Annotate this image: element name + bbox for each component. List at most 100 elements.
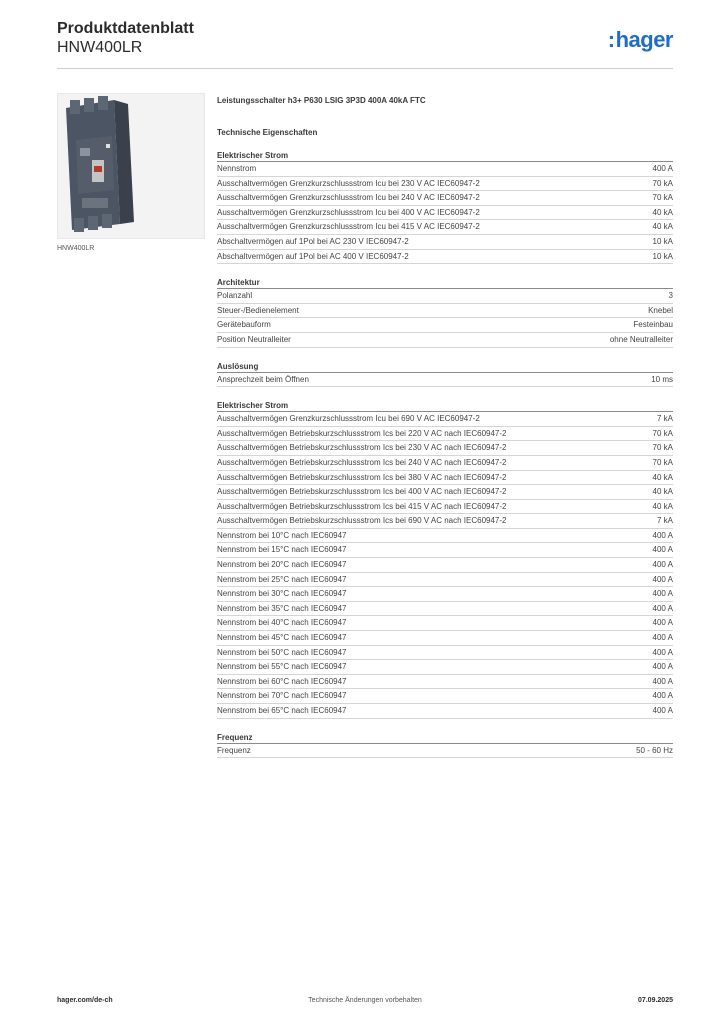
page-header: Produktdatenblatt HNW400LR :hager (57, 20, 674, 68)
property-label: Nennstrom bei 45°C nach IEC60947 (217, 633, 347, 643)
document-title: Produktdatenblatt (57, 20, 194, 37)
property-label: Nennstrom bei 50°C nach IEC60947 (217, 647, 347, 657)
hager-logo: :hager (607, 27, 674, 53)
property-row: Ausschaltvermögen Grenzkurzschlussstrom … (217, 206, 673, 221)
property-row: Nennstrom bei 15°C nach IEC60947 400 A (217, 543, 673, 559)
property-value: 400 A (652, 662, 673, 672)
property-row: Nennstrom bei 55°C nach IEC60947 400 A (217, 660, 673, 675)
product-details: Leistungsschalter h3+ P630 LSIG 3P3D 400… (217, 96, 673, 771)
property-row: Ausschaltvermögen Grenzkurzschlussstrom … (217, 191, 673, 206)
property-label: Position Neutralleiter (217, 334, 291, 344)
property-label: Ausschaltvermögen Betriebskurzschlussstr… (217, 443, 507, 453)
property-value: 50 - 60 Hz (636, 745, 673, 755)
property-value: 7 kA (656, 414, 673, 424)
section-title: Frequenz (217, 732, 673, 744)
property-label: Ansprechzeit beim Öffnen (217, 374, 309, 384)
footer-disclaimer: Technische Änderungen vorbehalten (308, 997, 422, 1004)
circuit-breaker-image (58, 94, 204, 238)
property-label: Nennstrom bei 55°C nach IEC60947 (217, 662, 347, 672)
property-value: 40 kA (652, 487, 673, 497)
document-subtitle: HNW400LR (57, 39, 143, 56)
section-title: Auslösung (217, 361, 673, 373)
property-label: Nennstrom bei 70°C nach IEC60947 (217, 691, 347, 701)
property-value: 400 A (652, 589, 673, 599)
property-value: 40 kA (652, 472, 673, 482)
property-value: ohne Neutralleiter (609, 334, 673, 344)
property-value: 40 kA (652, 207, 673, 217)
property-value: 400 A (652, 603, 673, 613)
property-value: Festeinbau (633, 320, 673, 330)
product-image (57, 93, 205, 239)
property-row: Polanzahl 3 (217, 289, 673, 304)
property-label: Ausschaltvermögen Grenzkurzschlussstrom … (217, 207, 480, 217)
logo-dots: : (607, 27, 615, 52)
property-value: 7 kA (656, 516, 673, 526)
property-label: Gerätebauform (217, 320, 271, 330)
property-row: Steuer-/Bedienelement Knebel (217, 304, 673, 319)
property-value: 400 A (652, 530, 673, 540)
property-row: Ausschaltvermögen Betriebskurzschlussstr… (217, 514, 673, 529)
property-row: Position Neutralleiter ohne Neutralleiter (217, 333, 673, 348)
property-value: 400 A (652, 647, 673, 657)
logo-text: hager (615, 27, 674, 52)
header-divider (57, 68, 673, 69)
property-value: 40 kA (652, 222, 673, 232)
property-row: Ausschaltvermögen Betriebskurzschlussstr… (217, 456, 673, 471)
property-row: Ausschaltvermögen Grenzkurzschlussstrom … (217, 220, 673, 235)
property-label: Nennstrom bei 30°C nach IEC60947 (217, 589, 347, 599)
property-label: Ausschaltvermögen Betriebskurzschlussstr… (217, 516, 507, 526)
property-label: Steuer-/Bedienelement (217, 305, 299, 315)
property-row: Ansprechzeit beim Öffnen 10 ms (217, 373, 673, 388)
property-row: Nennstrom bei 35°C nach IEC60947 400 A (217, 602, 673, 617)
property-label: Nennstrom bei 10°C nach IEC60947 (217, 530, 347, 540)
property-value: 70 kA (652, 193, 673, 203)
property-label: Nennstrom (217, 164, 257, 173)
property-value: 400 A (652, 545, 673, 555)
property-row: Nennstrom bei 50°C nach IEC60947 400 A (217, 646, 673, 661)
property-row: Ausschaltvermögen Betriebskurzschlussstr… (217, 485, 673, 500)
property-label: Ausschaltvermögen Grenzkurzschlussstrom … (217, 222, 480, 232)
property-label: Ausschaltvermögen Grenzkurzschlussstrom … (217, 178, 480, 188)
property-value: 70 kA (652, 178, 673, 188)
property-label: Abschaltvermögen auf 1Pol bei AC 400 V I… (217, 251, 409, 261)
property-label: Ausschaltvermögen Betriebskurzschlussstr… (217, 487, 507, 497)
property-label: Nennstrom bei 20°C nach IEC60947 (217, 560, 347, 570)
property-label: Ausschaltvermögen Betriebskurzschlussstr… (217, 472, 507, 482)
property-label: Nennstrom bei 25°C nach IEC60947 (217, 574, 347, 584)
section-title: Architektur (217, 277, 673, 290)
property-label: Abschaltvermögen auf 1Pol bei AC 230 V I… (217, 236, 409, 246)
property-row: Nennstrom bei 30°C nach IEC60947 400 A (217, 587, 673, 602)
property-label: Nennstrom bei 15°C nach IEC60947 (217, 545, 347, 555)
product-image-caption: HNW400LR (57, 245, 95, 252)
section-title: Elektrischer Strom (217, 150, 673, 162)
property-row: Ausschaltvermögen Betriebskurzschlussstr… (217, 500, 673, 515)
section-title: Elektrischer Strom (217, 400, 673, 413)
property-label: Nennstrom bei 65°C nach IEC60947 (217, 706, 347, 715)
property-value: 400 A (652, 618, 673, 628)
property-value: 40 kA (652, 501, 673, 511)
property-row: Ausschaltvermögen Grenzkurzschlussstrom … (217, 177, 673, 192)
property-value: Knebel (648, 305, 673, 315)
property-label: Polanzahl (217, 291, 253, 301)
property-value: 10 kA (652, 236, 673, 246)
property-label: Nennstrom bei 35°C nach IEC60947 (217, 603, 347, 613)
property-value: 10 ms (651, 374, 673, 384)
property-value: 400 A (652, 164, 673, 173)
footer-website: hager.com/de-ch (57, 997, 113, 1004)
property-value: 3 (668, 291, 673, 301)
property-row: Ausschaltvermögen Grenzkurzschlussstrom … (217, 412, 673, 427)
property-value: 400 A (652, 706, 673, 715)
property-row: Nennstrom bei 10°C nach IEC60947 400 A (217, 529, 673, 544)
property-label: Ausschaltvermögen Betriebskurzschlussstr… (217, 501, 507, 511)
product-name: Leistungsschalter h3+ P630 LSIG 3P3D 400… (217, 96, 426, 105)
property-row: Nennstrom bei 65°C nach IEC60947 400 A (217, 704, 673, 719)
